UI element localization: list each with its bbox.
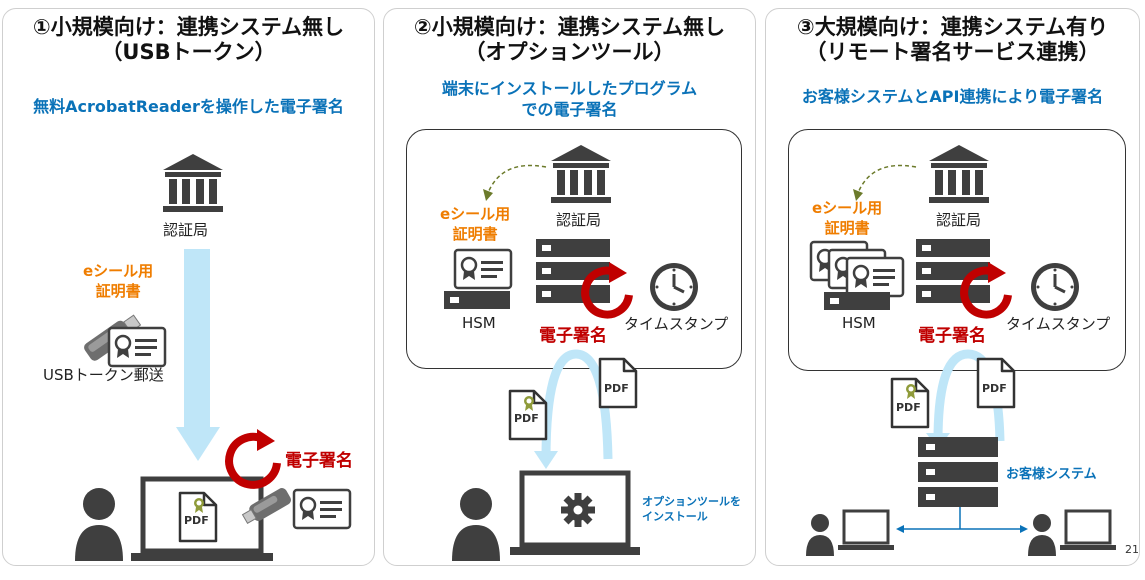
timestamp-clock-icon (1029, 261, 1081, 313)
pdf-label: PDF (184, 514, 209, 527)
user-icon-right (1028, 514, 1056, 556)
sign-label: 電子署名 (539, 326, 607, 346)
certificate-icon (453, 248, 513, 290)
hsm-device-icon (824, 292, 890, 310)
panel2-title-line2: （オプションツール） (464, 39, 675, 64)
gear-icon (561, 493, 595, 527)
eseal-cert-label: eシール用 証明書 (83, 262, 153, 301)
usb-label: USBトークン郵送 (43, 366, 164, 384)
certificate-authority-icon (929, 145, 989, 203)
certificate-icon-3 (845, 256, 905, 298)
panel2-subtitle: 端末にインストールしたプログラム での電子署名 (384, 79, 755, 121)
cert-issue-arrow (853, 164, 917, 201)
panel1-title-line1: ①小規模向け：連携システム無し (32, 15, 345, 39)
pdf-label: PDF (896, 401, 921, 414)
pdf-label-2: PDF (982, 382, 1007, 395)
certificate-authority-icon (551, 145, 611, 203)
certificate-icon-2 (292, 488, 352, 530)
hsm-label: HSM (842, 314, 876, 332)
eseal-cert-label-line1: eシール用 (440, 205, 511, 223)
panel2-subtitle-line1: 端末にインストールしたプログラム (441, 79, 698, 98)
eseal-cert-label: eシール用 証明書 (440, 205, 510, 244)
user-icon (75, 488, 123, 561)
panel3-title-line1: ③大規模向け：連携システム有り (796, 15, 1109, 39)
page-number: 21 (1125, 543, 1139, 556)
panel2-title-line1: ②小規模向け：連携システム無し (413, 15, 726, 39)
eseal-cert-label: eシール用 証明書 (812, 199, 882, 238)
eseal-cert-label-line1: eシール用 (812, 199, 883, 217)
usb-token-inserted-icon (241, 488, 291, 525)
sign-cycle-icon (581, 262, 633, 319)
panel1-title: ①小規模向け：連携システム無し （USBトークン） (3, 15, 374, 65)
install-tool-label-line1: オプションツールを (642, 495, 741, 508)
ca-label: 認証局 (163, 221, 209, 239)
timestamp-clock-icon (648, 261, 700, 313)
eseal-cert-label-line2: 証明書 (95, 281, 141, 300)
panel2-subtitle-line2: での電子署名 (521, 99, 618, 119)
hsm-device-icon (444, 291, 510, 309)
customer-system-server-icon (918, 437, 998, 507)
ca-label: 認証局 (556, 211, 602, 229)
laptop-icon-left (838, 509, 894, 550)
panel1-subtitle: 無料AcrobatReaderを操作した電子署名 (33, 97, 344, 116)
eseal-cert-label-line1: eシール用 (83, 262, 154, 280)
panel2-title: ②小規模向け：連携システム無し （オプションツール） (384, 15, 755, 65)
eseal-cert-label-line2: 証明書 (824, 218, 870, 237)
panel-large-remote-sign: ③大規模向け：連携システム有り （リモート署名サービス連携） お客様システムとA… (765, 8, 1140, 566)
sign-label: 電子署名 (918, 326, 986, 346)
sign-cycle-icon (960, 262, 1012, 319)
panel-small-option-tool: ②小規模向け：連携システム無し （オプションツール） 端末にインストールしたプロ… (383, 8, 756, 566)
cert-issue-arrow (483, 164, 547, 201)
timestamp-label: タイムスタンプ (1006, 315, 1111, 333)
pdf-label: PDF (514, 412, 539, 425)
install-tool-label: オプションツールを インストール (642, 495, 741, 525)
panel-small-usb: ①小規模向け：連携システム無し （USBトークン） 無料AcrobatReade… (2, 8, 375, 566)
certificate-icon (107, 326, 167, 368)
panel1-title-line2: （USBトークン） (101, 39, 276, 64)
delivery-arrow (176, 249, 220, 461)
certificate-authority-icon (163, 154, 223, 212)
ca-label: 認証局 (936, 211, 982, 229)
eseal-cert-label-line2: 証明書 (452, 224, 498, 243)
pdf-label-2: PDF (604, 382, 629, 395)
hsm-label: HSM (462, 314, 496, 332)
signing-service-frame (788, 129, 1126, 371)
install-tool-label-line2: インストール (642, 509, 708, 523)
panel3-title: ③大規模向け：連携システム有り （リモート署名サービス連携） (766, 15, 1139, 65)
panel3-subtitle: お客様システムとAPI連携により電子署名 (801, 87, 1104, 106)
user-icon (452, 488, 500, 561)
sign-label: 電子署名 (285, 451, 353, 471)
panel3-title-line2: （リモート署名サービス連携） (805, 39, 1100, 64)
sign-cycle-icon (225, 429, 281, 489)
network-connection-line (896, 507, 1028, 533)
customer-system-label: お客様システム (1006, 467, 1097, 482)
user-icon-left (806, 514, 834, 556)
timestamp-label: タイムスタンプ (624, 315, 729, 333)
signing-service-frame (406, 129, 742, 369)
laptop-icon-right (1060, 509, 1116, 550)
